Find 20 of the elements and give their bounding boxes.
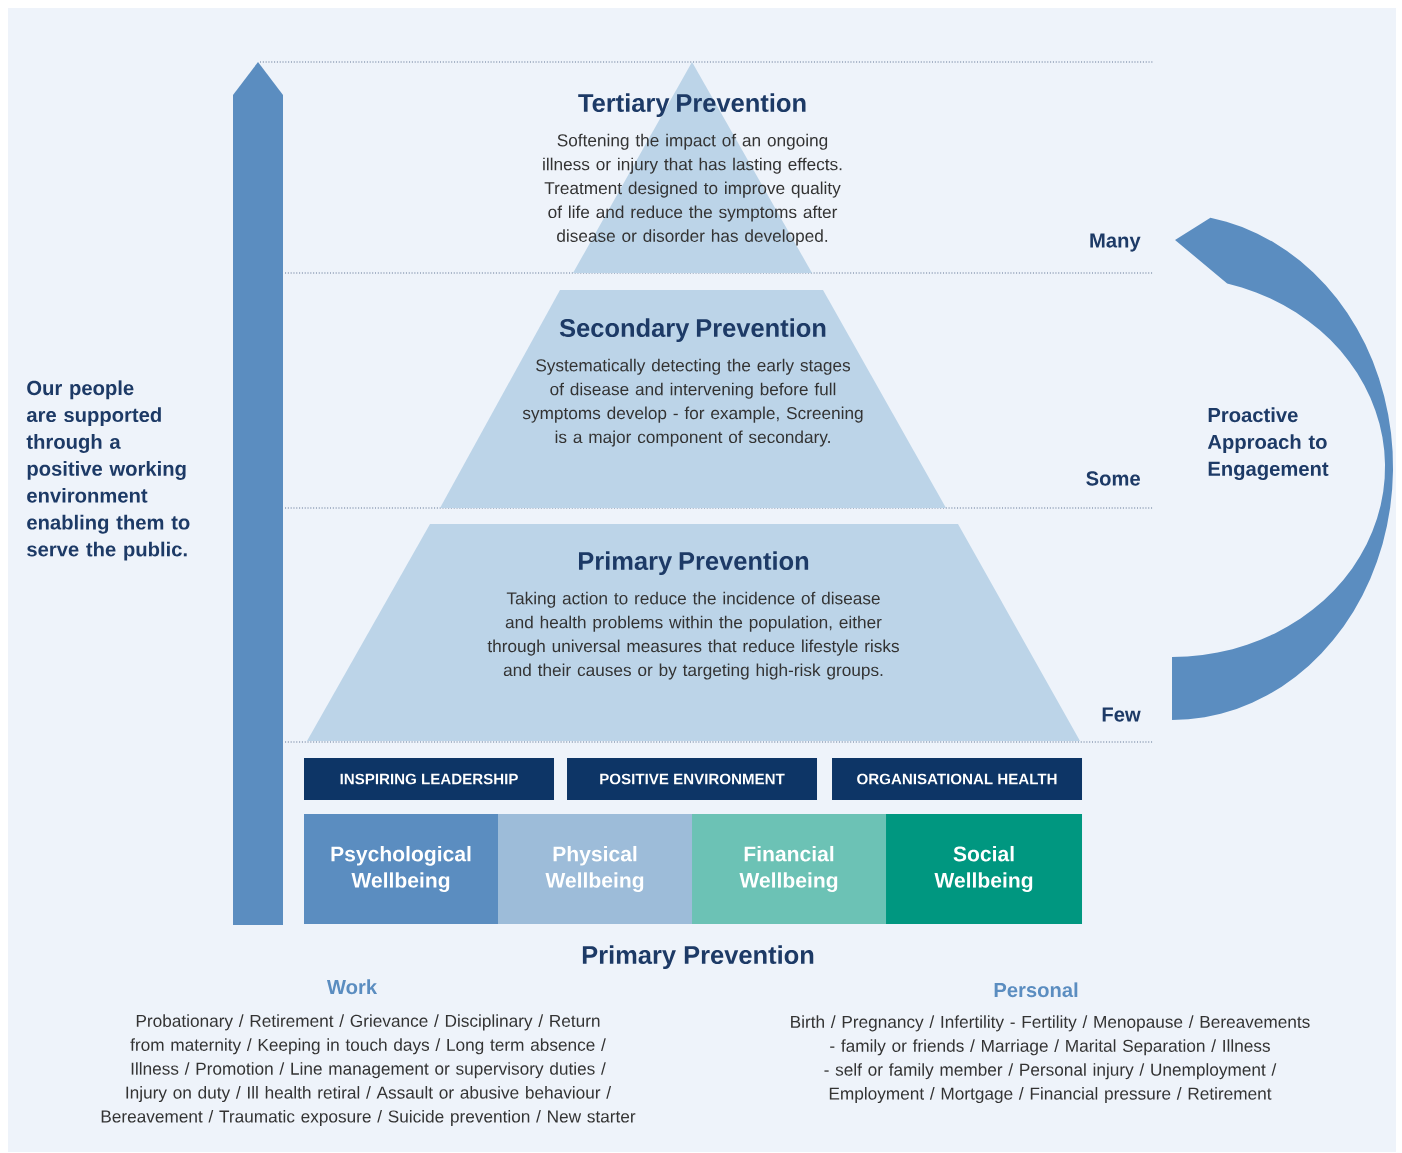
- wellbeing-box: Financial Wellbeing: [692, 814, 886, 924]
- wellbeing-box: Psychological Wellbeing: [304, 814, 498, 924]
- scale-label: Some: [1086, 471, 1140, 486]
- wellbeing-box: Social Wellbeing: [886, 814, 1082, 924]
- scale-label: Many: [1090, 233, 1141, 252]
- wellbeing-box: Physical Wellbeing: [498, 814, 692, 924]
- pyramid-tier: Secondary Prevention Systematically detecting the early stages of disease and intervening before full symptoms develop - for example, Screening is a major component of secondary.: [440, 290, 946, 508]
- side-note: Our people are supported through a positive working environment enabling them to serve the public.: [26, 380, 190, 561]
- item-list: Birth / Pregnancy / Infertility - Fertility / Menopause / Bereavements - family or friends / Marriage / Marital Separation / Illness - self or family member / Personal injury / Unemployment / Employment / Mortgage / Financial pressure / Retirement: [791, 1015, 1310, 1104]
- banner-box: POSITIVE ENVIRONMENT: [567, 758, 817, 800]
- scale-label: Few: [1102, 707, 1141, 722]
- banner-box: INSPIRING LEADERSHIP: [304, 758, 554, 800]
- category-heading: Personal: [994, 982, 1078, 998]
- pyramid-tier: Primary Prevention Taking action to reduce the incidence of disease and health problems within the population, either through universal measures that reduce lifestyle risks and their causes or by targeting high-risk groups.: [307, 524, 1080, 741]
- arrow-caption: Proactive Approach to Engagement: [1207, 407, 1329, 481]
- category-heading: Work: [326, 979, 378, 995]
- section-heading: Primary Prevention: [582, 945, 814, 970]
- pyramid-tier: Tertiary Prevention Softening the impact of an ongoing illness or injury that has lasting effects. Treatment designed to improve quality of life and reduce the symptoms after disease or disorder has developed.: [543, 62, 842, 273]
- banner-box: ORGANISATIONAL HEALTH: [832, 758, 1082, 800]
- item-list: Probationary / Retirement / Grievance / Disciplinary / Return from maternity / Keeping in touch days / Long term absence / Illness / Promotion / Line management or supervisory duties / Injury on duty / Ill health retiral / Assault or abusive behaviour / Bereavement / Traumatic exposure / Suicide prevention / New starter: [101, 1014, 636, 1126]
